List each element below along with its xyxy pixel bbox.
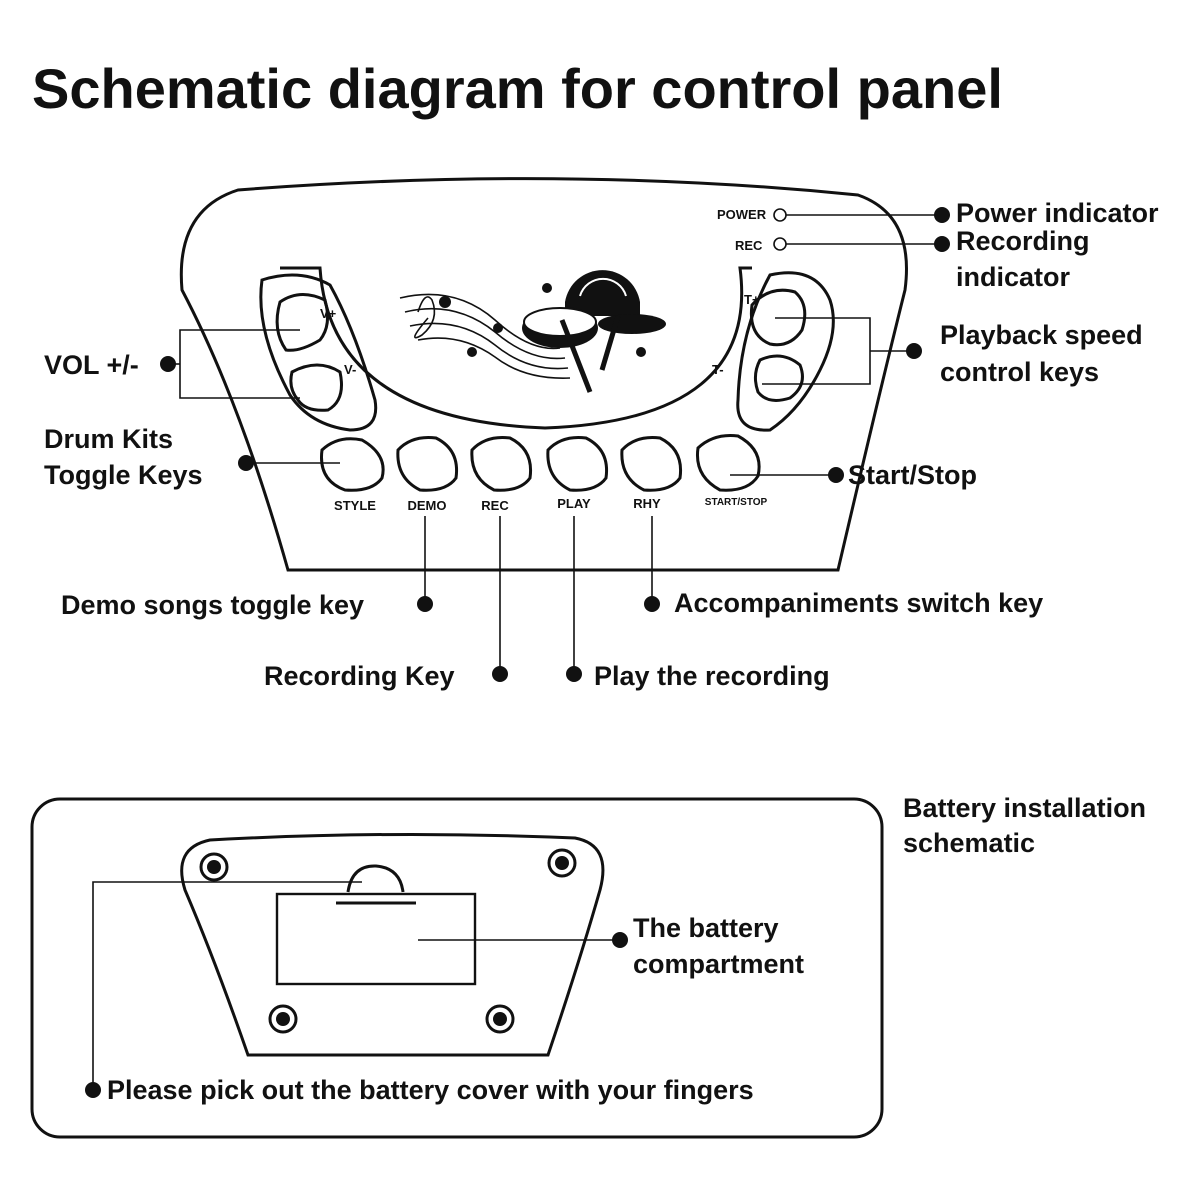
power-indicator-led: [773, 208, 787, 222]
power-indicator-label: POWER: [717, 207, 767, 222]
key-start-stop[interactable]: [695, 434, 761, 492]
t-plus-label: T+: [744, 292, 760, 307]
play-recording-callout: Play the recording: [594, 661, 830, 691]
battery-back-plate: [180, 832, 605, 1057]
screw-bottom-right: [485, 1004, 515, 1034]
key-play[interactable]: [546, 436, 609, 492]
key-style[interactable]: [319, 437, 385, 492]
key-demo-label: DEMO: [408, 498, 447, 513]
control-panel-outline: [179, 177, 908, 572]
key-demo[interactable]: [396, 436, 459, 492]
v-minus-label: V-: [344, 362, 356, 377]
accompaniments-callout: Accompaniments switch key: [674, 588, 1043, 618]
t-minus-label: T-: [712, 362, 724, 377]
rec-indicator-label: REC: [735, 238, 763, 253]
drum-kits-callout-dot: [238, 455, 254, 471]
page-title: Schematic diagram for control panel: [32, 57, 1003, 120]
t-minus-key[interactable]: [753, 354, 804, 402]
play-recording-callout-dot: [566, 666, 582, 682]
start-stop-callout: Start/Stop: [848, 460, 977, 490]
vol-callout-dot: [160, 356, 176, 372]
battery-cover-finger-notch[interactable]: [346, 864, 405, 893]
playback-speed-callout-line1: Playback speed: [940, 320, 1143, 350]
recording-indicator-callout-line2: indicator: [956, 262, 1071, 292]
screw-top-right: [547, 848, 577, 878]
recording-indicator-callout-dot: [934, 236, 950, 252]
battery-compartment-callout-line1: The battery: [633, 913, 779, 943]
rec-indicator-led: [773, 237, 787, 251]
recording-key-callout-dot: [492, 666, 508, 682]
cover-note-callout-dot: [85, 1082, 101, 1098]
power-indicator-callout-dot: [934, 207, 950, 223]
v-plus-label: V+: [320, 306, 337, 321]
demo-songs-callout-dot: [417, 596, 433, 612]
t-plus-key[interactable]: [749, 288, 807, 347]
battery-compartment-callout-dot: [612, 932, 628, 948]
left-key-pod: [259, 273, 378, 432]
display-arch: [280, 266, 752, 430]
screw-top-left: [199, 852, 229, 882]
v-plus-key[interactable]: [275, 293, 330, 352]
battery-frame: [30, 797, 884, 1139]
drum-kits-callout-line1: Drum Kits: [44, 424, 173, 454]
recording-indicator-callout-line1: Recording: [956, 226, 1090, 256]
key-play-label: PLAY: [557, 496, 591, 511]
drum-kits-callout-line2: Toggle Keys: [44, 460, 203, 490]
key-rec[interactable]: [470, 436, 533, 492]
drum-artwork: [399, 270, 666, 393]
v-minus-key[interactable]: [289, 363, 343, 412]
playback-speed-callout-dot: [906, 343, 922, 359]
battery-compartment-callout-line2: compartment: [633, 949, 804, 979]
right-key-pod: [736, 271, 835, 432]
key-rhy[interactable]: [620, 436, 683, 492]
demo-songs-callout: Demo songs toggle key: [61, 590, 364, 620]
key-rec-label: REC: [481, 498, 509, 513]
battery-compartment: [275, 892, 477, 986]
accompaniments-callout-dot: [644, 596, 660, 612]
battery-heading-line1: Battery installation: [903, 793, 1146, 823]
key-rhy-label: RHY: [633, 496, 661, 511]
battery-heading-line2: schematic: [903, 828, 1035, 858]
start-stop-callout-dot: [828, 467, 844, 483]
power-indicator-callout: Power indicator: [956, 198, 1159, 228]
key-style-label: STYLE: [334, 498, 376, 513]
playback-speed-callout-line2: control keys: [940, 357, 1099, 387]
vol-callout: VOL +/-: [44, 350, 139, 380]
key-start-stop-label: START/STOP: [705, 497, 768, 508]
cover-note-callout: Please pick out the battery cover with y…: [107, 1075, 754, 1105]
recording-key-callout: Recording Key: [264, 661, 455, 691]
screw-bottom-left: [268, 1004, 298, 1034]
